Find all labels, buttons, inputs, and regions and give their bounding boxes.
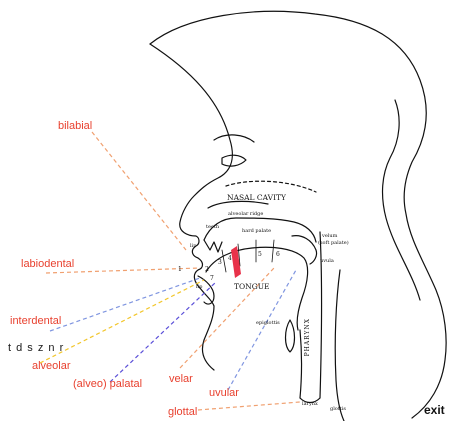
place-number-4: 4 — [228, 256, 232, 262]
pharynx-front-wall — [300, 330, 302, 398]
glottis-label: glottis — [330, 407, 346, 412]
eyebrow — [214, 135, 254, 142]
tongue-label: TONGUE — [234, 283, 270, 291]
alveo-palatal-pointer-line — [110, 282, 216, 382]
bilabial-label[interactable]: bilabial — [58, 121, 92, 132]
velum-label: velum — [322, 234, 337, 239]
hard-palate-label: hard palate — [242, 229, 271, 234]
alveolar-sounds-label: t d s z n r — [8, 343, 64, 354]
velar-label[interactable]: velar — [169, 374, 193, 385]
epiglottis-shape — [286, 320, 295, 352]
pharynx-label: PHARYNX — [305, 318, 311, 356]
nasal-cavity-label: NASAL CAVITY — [227, 194, 286, 202]
nostril-line — [208, 201, 268, 208]
alveo-palatal-label[interactable]: (alveo) palatal — [73, 379, 142, 390]
hair-outline — [150, 11, 446, 418]
alveolar-ridge-label: alveolar ridge — [228, 212, 263, 217]
upper-teeth — [204, 240, 222, 252]
uvula-label: uvula — [320, 259, 334, 264]
alveolar-pointer-line — [40, 280, 204, 363]
larynx-label: larynx — [302, 402, 318, 407]
soft-palate-label: (soft palate) — [318, 241, 349, 246]
place-number-7: 7 — [210, 276, 214, 282]
interdental-pointer-line — [50, 278, 200, 331]
place-number-1: 1 — [178, 267, 182, 273]
pharynx-back-wall — [320, 232, 322, 398]
uvular-label[interactable]: uvular — [209, 388, 239, 399]
exit-button[interactable]: exit — [424, 404, 445, 416]
glottal-pointer-line — [198, 402, 300, 410]
epiglottis-label: epiglottis — [256, 321, 280, 326]
place-number-3: 3 — [218, 260, 222, 266]
interdental-label[interactable]: interdental — [10, 316, 61, 327]
lower-lip-label: lip — [196, 285, 202, 290]
place-number-5: 5 — [258, 252, 262, 258]
place-number-6: 6 — [276, 252, 280, 258]
nasal-cavity-arc — [226, 181, 316, 192]
place-number-2: 2 — [205, 267, 209, 273]
hair-inner — [383, 100, 420, 300]
teeth-label: teeth — [206, 225, 219, 230]
face-profile — [150, 44, 232, 370]
alveolar-label[interactable]: alveolar — [32, 361, 71, 372]
labiodental-label[interactable]: labiodental — [21, 259, 74, 270]
velum-shape — [292, 236, 317, 264]
glottal-label[interactable]: glottal — [168, 407, 197, 418]
bilabial-pointer-line — [92, 132, 186, 250]
upper-lip-label: lip — [190, 244, 196, 249]
eye — [222, 155, 246, 166]
neck-back — [335, 270, 344, 421]
